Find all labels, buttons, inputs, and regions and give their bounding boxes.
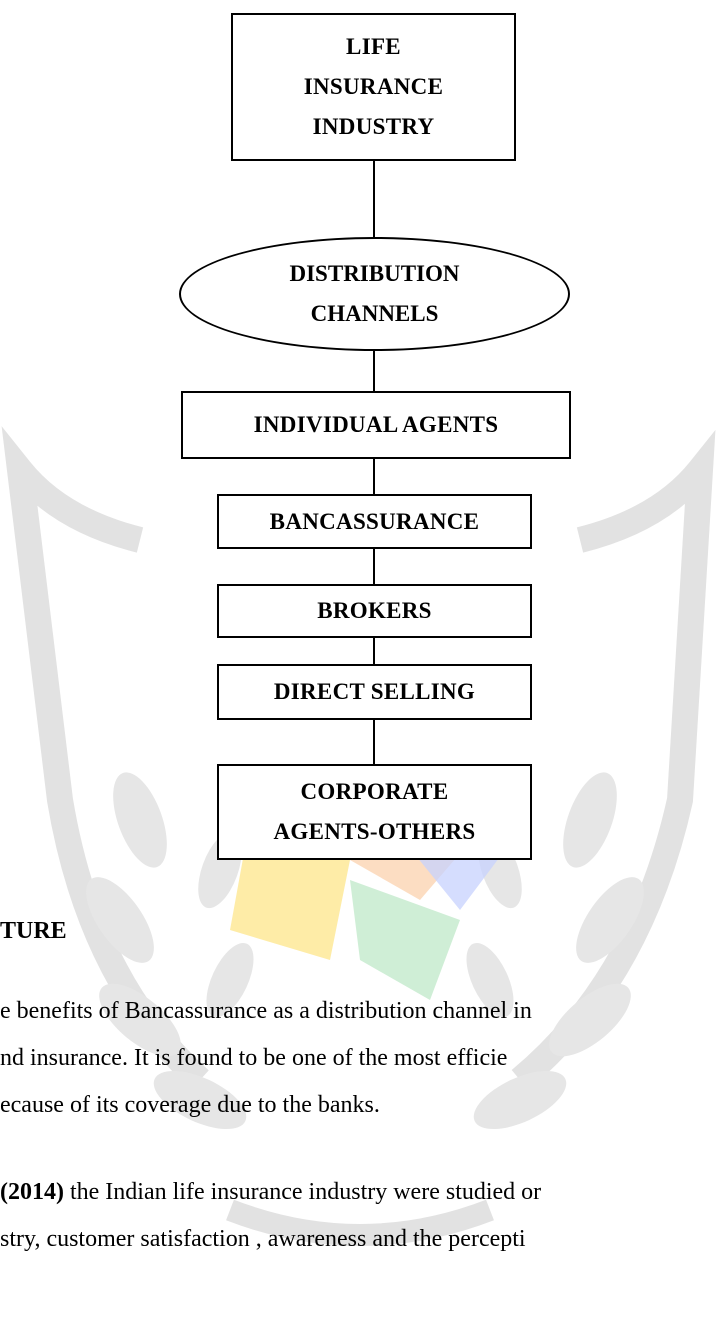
connector-4 xyxy=(373,548,375,586)
distribution-channels-flowchart: LIFE INSURANCE INDUSTRY DISTRIBUTION CHA… xyxy=(179,13,571,860)
direct-selling-box: DIRECT SELLING xyxy=(217,664,532,720)
paragraph-2-line-2: stry, customer satisfaction , awareness … xyxy=(0,1226,526,1252)
life-insurance-industry-box: LIFE INSURANCE INDUSTRY xyxy=(231,13,516,161)
distribution-channels-label: DISTRIBUTION CHANNELS xyxy=(289,261,460,326)
brokers-label: BROKERS xyxy=(317,598,432,623)
connector-6 xyxy=(373,719,375,766)
individual-agents-label: INDIVIDUAL AGENTS xyxy=(253,412,499,437)
distribution-channels-ellipse: DISTRIBUTION CHANNELS xyxy=(179,237,570,351)
paragraph-2-line-1: (2014) the Indian life insurance industr… xyxy=(0,1173,541,1211)
brokers-box: BROKERS xyxy=(217,584,532,638)
section-heading: TURE xyxy=(0,918,67,944)
corporate-agents-others-box: CORPORATE AGENTS-OTHERS xyxy=(217,764,532,860)
corporate-agents-others-label: CORPORATE AGENTS-OTHERS xyxy=(273,779,476,844)
paragraph-2-year: (2014) xyxy=(0,1179,64,1205)
life-insurance-industry-label: LIFE INSURANCE INDUSTRY xyxy=(303,34,444,139)
watermark-wreath-left xyxy=(86,772,254,1130)
paragraph-2-line-1-rest: the Indian life insurance industry were … xyxy=(63,1179,542,1205)
paragraph-1-line-2: nd insurance. It is found to be one of t… xyxy=(0,1045,508,1071)
paragraph-1-line-1: e benefits of Bancassurance as a distrib… xyxy=(0,998,532,1024)
paragraph-1-line-3: ecause of its coverage due to the banks. xyxy=(0,1092,380,1118)
bancassurance-label: BANCASSURANCE xyxy=(269,508,480,534)
direct-selling-label: DIRECT SELLING xyxy=(273,679,476,704)
connector-1 xyxy=(373,159,375,239)
individual-agents-box: INDIVIDUAL AGENTS xyxy=(181,391,571,459)
watermark-green-petal xyxy=(350,880,460,1000)
bancassurance-box: BANCASSURANCE xyxy=(217,494,532,549)
watermark-scroll xyxy=(226,1199,494,1246)
connector-5 xyxy=(373,637,375,666)
connector-3 xyxy=(373,458,375,496)
connector-2 xyxy=(373,349,375,392)
